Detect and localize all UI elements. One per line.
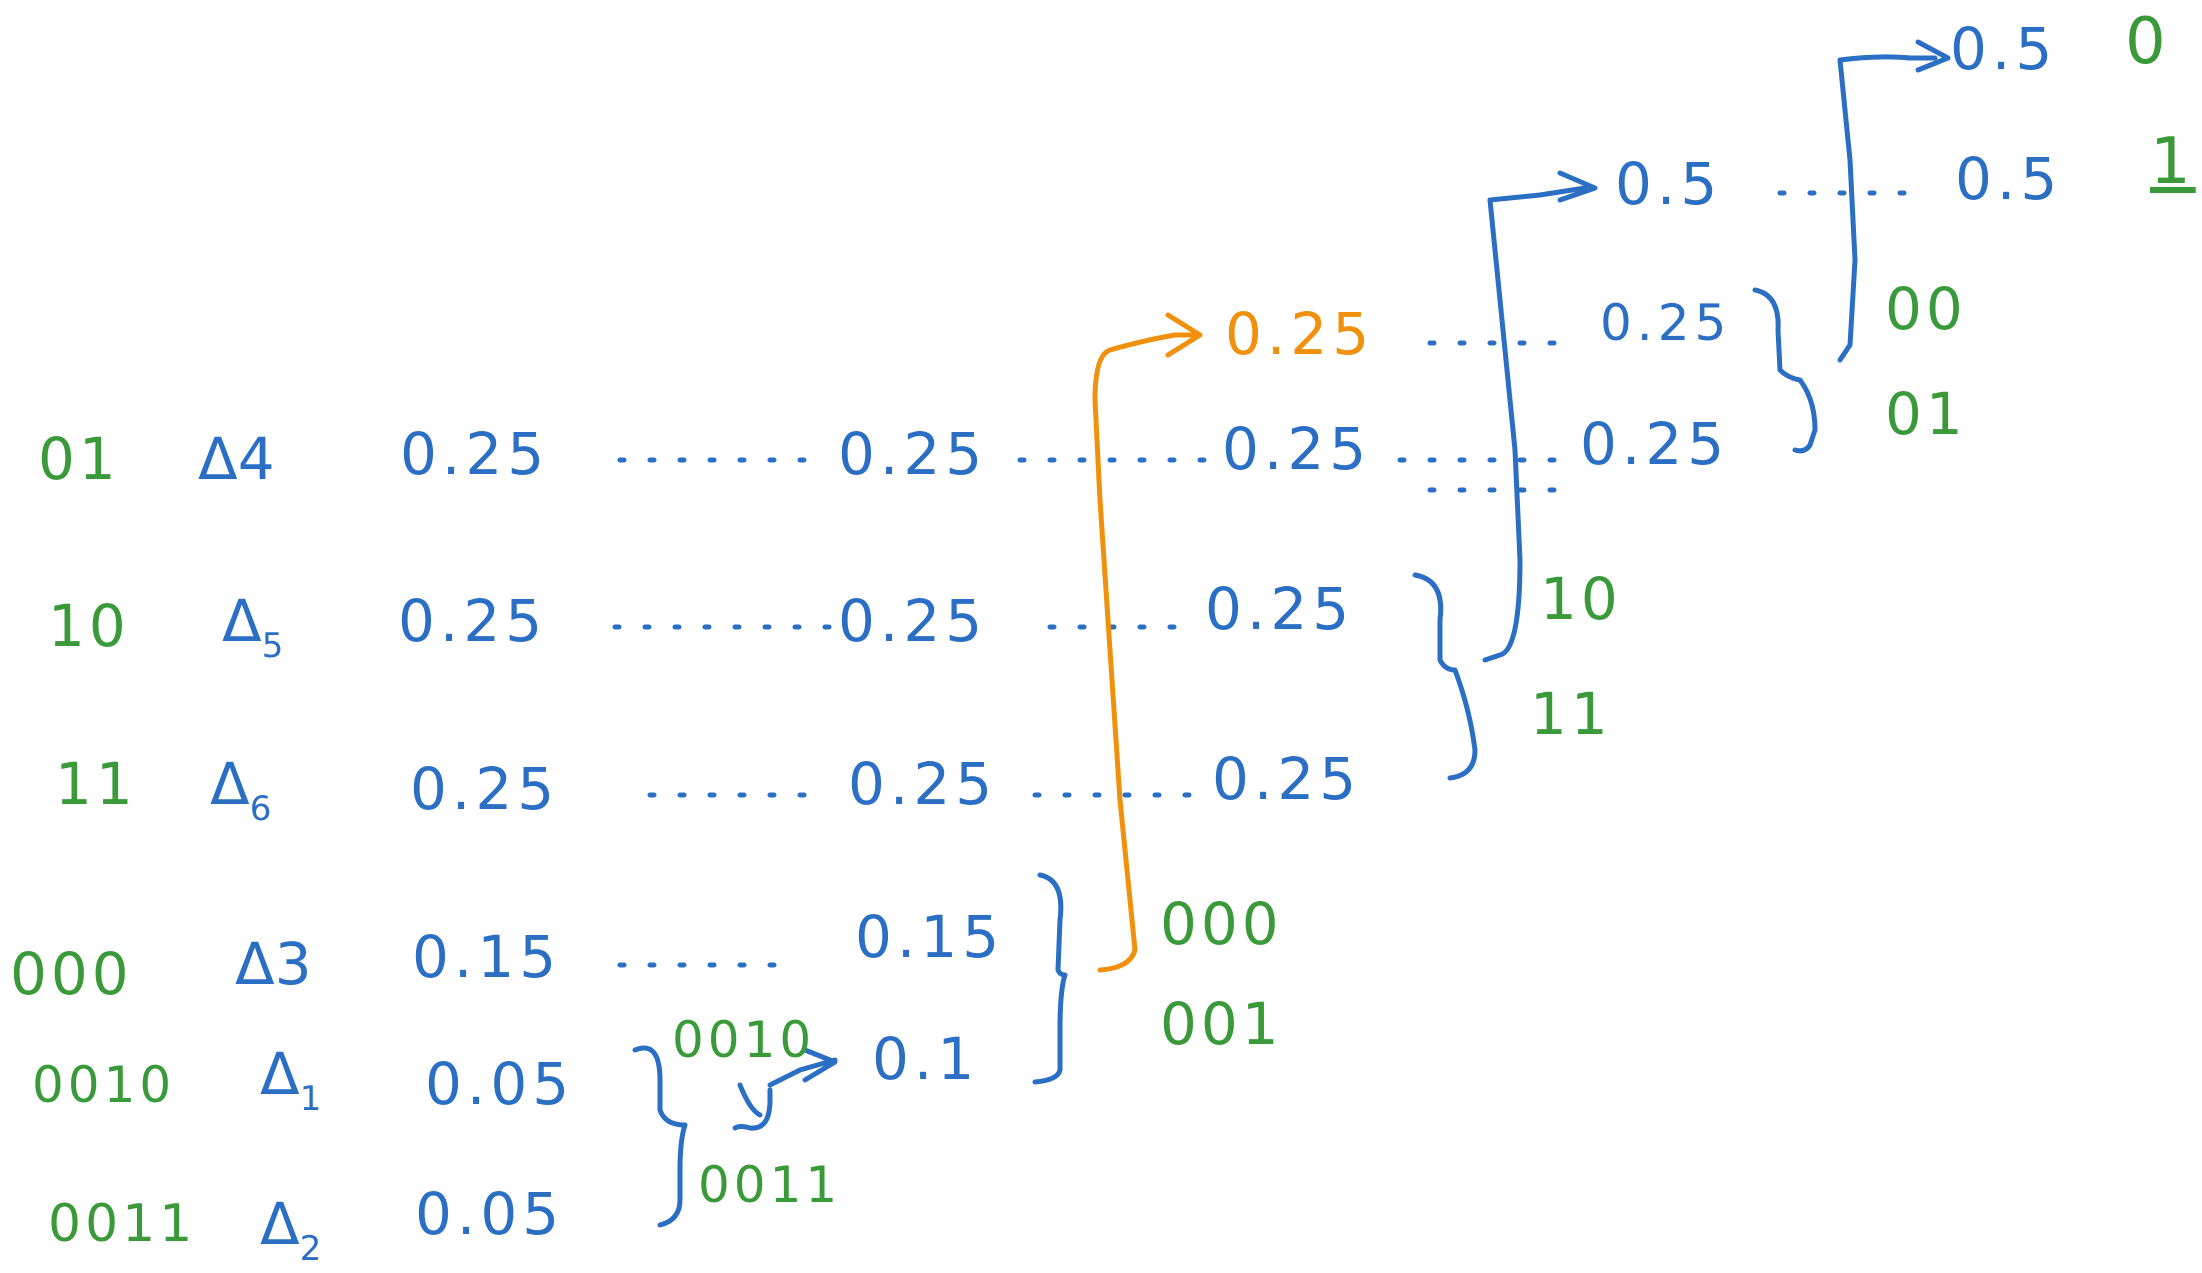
stage3-merge-label-1: 10 <box>1540 565 1622 633</box>
arrow-stage4-head <box>1915 39 1951 73</box>
stage1-value-2: 0.25 <box>838 587 988 655</box>
stage3-value-2: 0.25 <box>1600 294 1732 352</box>
symbol-row-4: Δ3 <box>235 930 312 998</box>
stage2-value-4: 0.25 <box>1212 745 1362 813</box>
bracket-link-stage1 <box>732 1082 773 1131</box>
arrow-stage1-shaft <box>767 1057 838 1088</box>
merge-brackets <box>632 39 1951 1228</box>
bracket-stage4 <box>1752 287 1818 454</box>
stage2-value-1: 0.25 <box>1225 300 1375 368</box>
code-row-6: 0011 <box>48 1194 197 1254</box>
stage1-value-4: 0.15 <box>855 903 1005 971</box>
bracket-stage4-upper <box>1837 57 1858 363</box>
prob-row-5: 0.05 <box>425 1050 575 1118</box>
bracket-stage1 <box>632 1045 688 1228</box>
stage2-merge-label-2: 001 <box>1160 990 1283 1058</box>
code-row-5: 0010 <box>32 1056 176 1114</box>
stage2-merge-label-1: 000 <box>1160 890 1283 958</box>
arrow-stage3-head <box>1557 170 1598 203</box>
symbol-row-2: Δ5 <box>222 587 284 666</box>
stage4-merge-label-2: 01 <box>1885 380 1967 448</box>
arrow-stage3-shaft <box>1487 185 1588 203</box>
stage2-value-3: 0.25 <box>1205 575 1355 643</box>
arrow-stage1-head <box>802 1047 838 1083</box>
stage3-value-3: 0.25 <box>1580 410 1730 478</box>
stage3-value-1: 0.5 <box>1615 150 1723 218</box>
orange-bracket <box>1092 312 1203 973</box>
stage4-value-2: 0.5 <box>1955 145 2063 213</box>
stage1-value-5: 0.1 <box>872 1025 980 1093</box>
stage4-value-1: 0.5 <box>1950 15 2058 83</box>
bracket-stage3-upper <box>1482 197 1523 663</box>
bracket-stage2 <box>1032 872 1068 1085</box>
code-row-1: 01 <box>38 425 120 493</box>
code-row-3: 11 <box>55 750 137 818</box>
prob-row-3: 0.25 <box>410 755 560 823</box>
stage1-value-3: 0.25 <box>848 750 998 818</box>
final-label-1: 1 <box>2150 125 2196 199</box>
stage1-value-1: 0.25 <box>838 420 988 488</box>
stage4-merge-label-1: 00 <box>1885 275 1967 343</box>
stage2-value-2: 0.25 <box>1222 415 1372 483</box>
symbol-row-3: Δ6 <box>210 750 272 829</box>
symbol-row-1: Δ4 <box>198 425 275 493</box>
symbol-row-5: Δ1 <box>260 1040 322 1119</box>
bracket-stage3 <box>1412 572 1478 781</box>
stage1-merge-label-1: 0010 <box>672 1011 816 1069</box>
prob-row-4: 0.15 <box>412 923 562 991</box>
symbol-row-6: Δ2 <box>260 1190 322 1269</box>
final-label-0: 0 <box>2125 5 2171 79</box>
code-row-4: 000 <box>10 940 133 1008</box>
stage3-merge-label-2: 11 <box>1530 680 1612 748</box>
stage1-merge-label-2: 0011 <box>698 1156 842 1214</box>
code-row-2: 10 <box>48 592 130 660</box>
prob-row-6: 0.05 <box>415 1180 565 1248</box>
prob-row-1: 0.25 <box>400 420 550 488</box>
dotted-leaders <box>612 190 1923 968</box>
prob-row-2: 0.25 <box>398 587 548 655</box>
arrow-stage4-shaft <box>1837 54 1938 63</box>
